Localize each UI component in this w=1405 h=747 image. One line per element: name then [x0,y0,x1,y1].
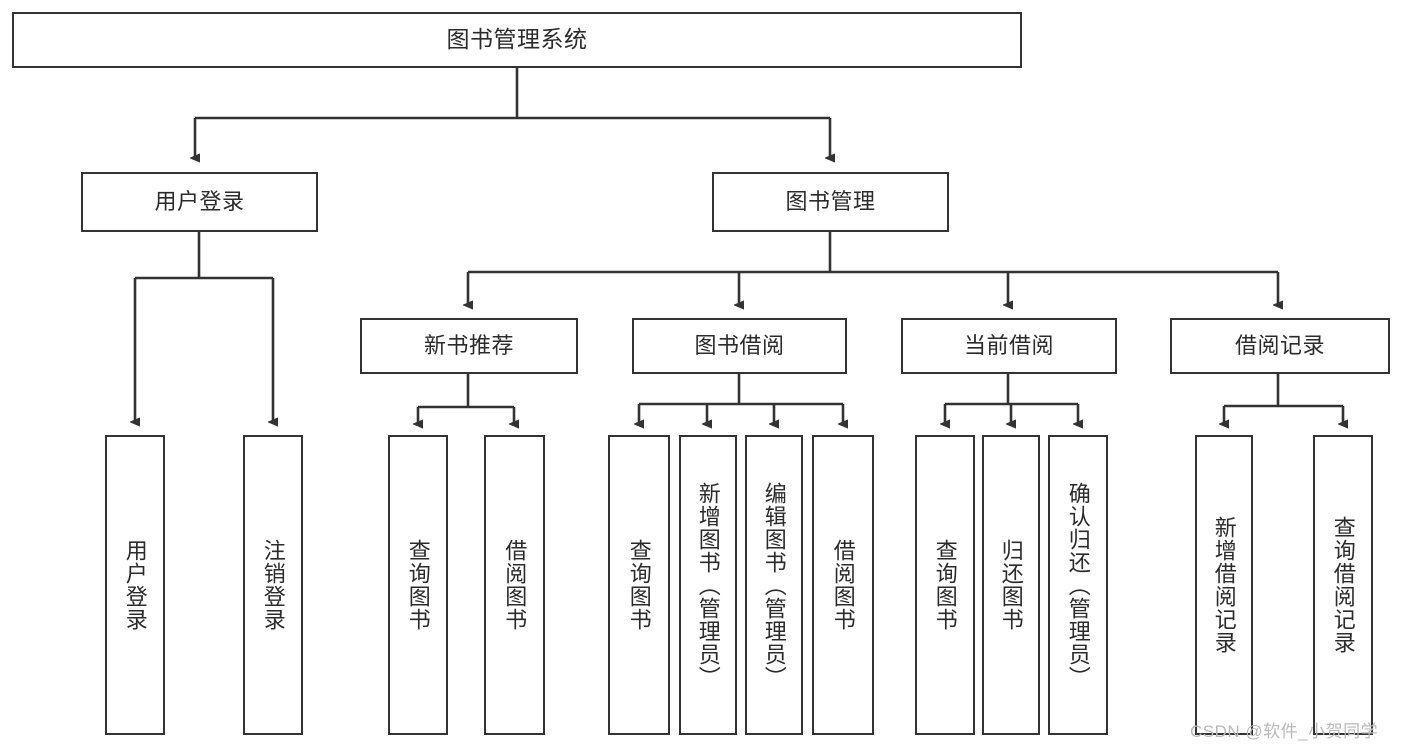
node-label: 归还图书 [998,539,1024,631]
node-label: 当前借阅 [963,333,1054,359]
node-label: 图书管理系统 [446,26,588,53]
node-label: 借阅记录 [1234,333,1325,359]
leaf-borrow-book-recommend[interactable]: 借阅图书 [484,435,545,735]
node-label: 查询图书 [932,539,958,631]
leaf-borrow-book[interactable]: 借阅图书 [812,435,874,735]
node-current-borrowing[interactable]: 当前借阅 [901,318,1117,374]
node-label: 用户登录 [122,539,148,631]
node-label: 新增借阅记录 [1211,516,1237,654]
node-label: 查询图书 [405,539,431,631]
node-label: 新书推荐 [423,333,514,359]
leaf-add-borrow-record[interactable]: 新增借阅记录 [1195,435,1253,735]
node-label: 图书管理 [785,189,876,215]
node-book-borrowing[interactable]: 图书借阅 [632,318,847,374]
node-label: 用户登录 [154,189,245,215]
leaf-return-book[interactable]: 归还图书 [982,435,1040,735]
leaf-add-book-admin[interactable]: 新增图书（管理员） [679,435,737,735]
leaf-user-login[interactable]: 用户登录 [105,435,165,735]
leaf-query-book-recommend[interactable]: 查询图书 [388,435,448,735]
node-book-management[interactable]: 图书管理 [712,172,949,232]
node-label: 编辑图书（管理员） [761,481,787,689]
node-label: 借阅图书 [830,539,856,631]
leaf-logout[interactable]: 注销登录 [243,435,303,735]
leaf-query-book-borrow[interactable]: 查询图书 [608,435,670,735]
leaf-confirm-return-admin[interactable]: 确认归还（管理员） [1048,435,1108,735]
leaf-query-borrow-record[interactable]: 查询借阅记录 [1313,435,1373,735]
node-user-login[interactable]: 用户登录 [81,172,318,232]
node-new-book-recommendation[interactable]: 新书推荐 [360,318,578,374]
node-label: 借阅图书 [502,539,528,631]
node-label: 新增图书（管理员） [695,481,721,689]
node-borrowing-records[interactable]: 借阅记录 [1170,318,1390,374]
node-label: 图书借阅 [694,333,785,359]
node-label: 注销登录 [260,539,286,631]
node-label: 确认归还（管理员） [1065,481,1091,689]
node-label: 查询借阅记录 [1330,516,1356,654]
node-book-management-system[interactable]: 图书管理系统 [12,12,1022,68]
csdn-watermark: CSDN @软件_小贺同学 [1190,722,1379,741]
leaf-edit-book-admin[interactable]: 编辑图书（管理员） [745,435,803,735]
node-label: 查询图书 [626,539,652,631]
leaf-query-book-current[interactable]: 查询图书 [915,435,975,735]
